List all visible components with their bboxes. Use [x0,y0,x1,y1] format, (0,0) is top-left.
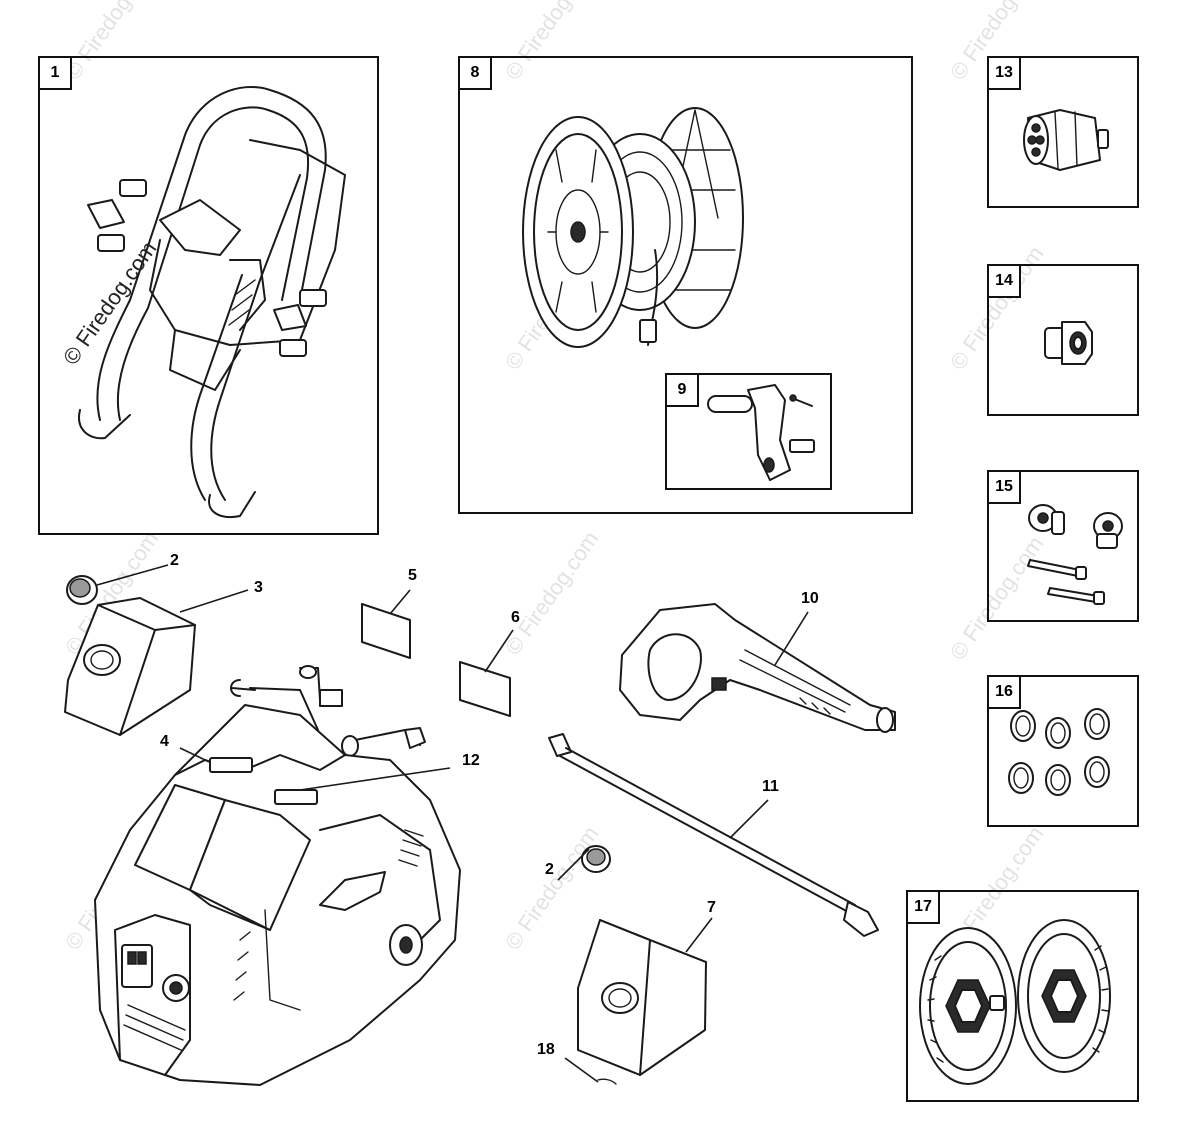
part-number-tag: 14 [987,264,1021,298]
hose-reel-drawing [522,107,744,348]
callout-2-lower: 2 [545,861,554,878]
part-box-9: 9 [665,373,832,490]
crank-handle-drawing [707,384,815,481]
part-box-16: 16 [987,675,1139,827]
callout-18: 18 [537,1041,555,1058]
part-box-14: 14 [987,264,1139,416]
part-box-1: 1 [38,56,379,535]
nozzle-turret-drawing [1023,109,1109,171]
part-number-tag: 17 [906,890,940,924]
callout-7: 7 [707,899,716,916]
detergent-tank-upper-drawing [64,589,249,736]
wheel-hardware-drawing [1027,504,1123,605]
callout-11: 11 [762,778,779,795]
part-number-tag: 15 [987,470,1021,504]
wheels-drawing [919,919,1111,1085]
part-box-8: 8 [458,56,913,514]
part-number-tag: 9 [665,373,699,407]
quick-connect-drawing [1044,321,1093,365]
part-box-15: 15 [987,470,1139,622]
part-number-tag: 1 [38,56,72,90]
pressure-washer-body-drawing [94,665,461,1086]
part-number-tag: 13 [987,56,1021,90]
lance-drawing [548,733,879,937]
spray-gun-drawing [619,603,896,733]
o-rings-drawing [1008,708,1110,796]
callout-12: 12 [462,752,480,769]
decal-labels-drawing [361,589,514,717]
callout-4: 4 [160,733,169,750]
callout-3: 3 [254,579,263,596]
callout-2-upper: 2 [170,552,179,569]
cap-lower-drawing [557,845,611,881]
cap-upper-drawing [66,564,169,605]
part-box-13: 13 [987,56,1139,208]
part-box-17: 17 [906,890,1139,1102]
part-number-tag: 8 [458,56,492,90]
handle-frame-drawing [78,86,346,518]
callout-10: 10 [801,590,819,607]
callout-5: 5 [408,567,417,584]
callout-6: 6 [511,609,520,626]
detergent-tank-lower-drawing [564,917,713,1085]
part-number-tag: 16 [987,675,1021,709]
